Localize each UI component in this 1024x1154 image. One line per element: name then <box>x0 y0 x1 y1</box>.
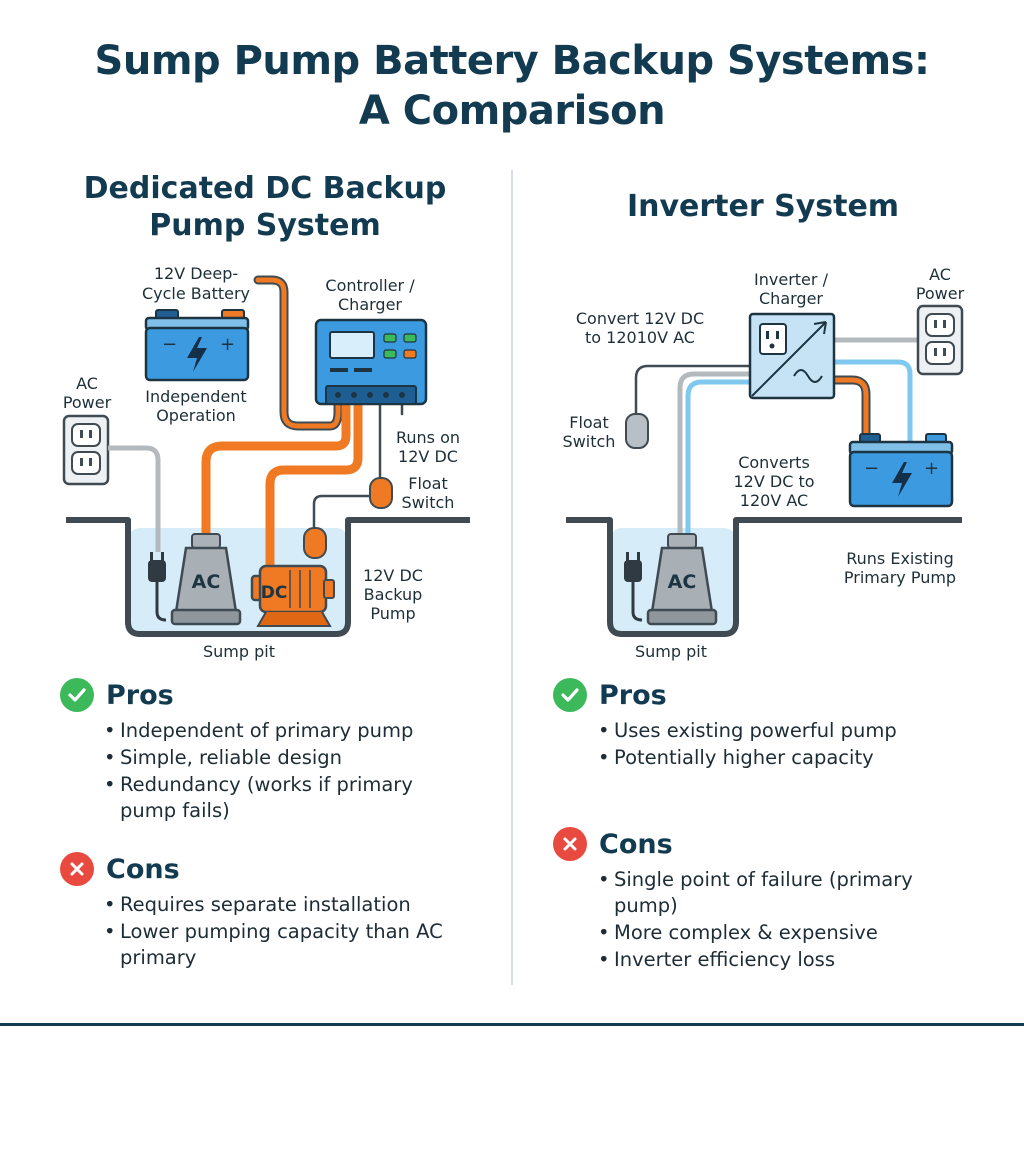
list-item: Lower pumping capacity than AC primary <box>104 919 474 971</box>
pros-label: Pros <box>599 679 667 711</box>
dc-backup-pump <box>250 564 335 627</box>
right-cons-list: Single point of failure (primary pump) M… <box>598 867 938 974</box>
float-switch-icon-right <box>625 413 649 449</box>
runs-existing-label-line-1: Runs Existing <box>846 549 953 568</box>
svg-text:−: − <box>162 334 177 355</box>
battery-label-line-1: 12V Deep- <box>154 264 238 283</box>
ac-pump-badge-left: AC <box>192 571 221 593</box>
ac-primary-pump-left <box>170 533 242 626</box>
sump-pit-label-left: Sump pit <box>203 642 275 661</box>
left-pros-list: Independent of primary pump Simple, reli… <box>104 718 464 825</box>
checkmark-icon <box>60 678 94 712</box>
dc-backup-title-line-2: Pump System <box>149 208 381 243</box>
page-title: Sump Pump Battery Backup Systems: A Comp… <box>0 36 1024 136</box>
ac-power-label-left-2: Power <box>63 393 112 412</box>
inverter-charger-icon <box>748 312 836 400</box>
ac-power-label-left-1: AC <box>76 374 98 393</box>
checkmark-icon <box>553 678 587 712</box>
ac-pump-badge-right: AC <box>668 571 697 593</box>
list-item: Simple, reliable design <box>104 745 464 771</box>
dc-pump-badge: DC <box>261 583 288 603</box>
float-switch-icon-left <box>303 477 393 559</box>
list-item: Inverter efficiency loss <box>598 947 938 973</box>
ac-primary-pump-right <box>646 533 718 626</box>
dc-wiring <box>201 275 404 577</box>
list-item: Potentially higher capacity <box>598 745 958 771</box>
ac-outlet-icon-right <box>916 304 964 376</box>
converts-label-line-3: 120V AC <box>740 491 808 510</box>
float-switch-label-right-2: Switch <box>563 432 616 451</box>
converts-label-line-1: Converts <box>738 453 810 472</box>
dc-pump-label-line-2: Backup <box>364 585 423 604</box>
battery-label-line-2: Cycle Battery <box>142 284 250 303</box>
column-divider <box>511 170 513 985</box>
right-cons-heading: Cons <box>553 826 673 862</box>
float-switch-label-left-1: Float <box>408 474 448 493</box>
list-item: Redundancy (works if primary pump fails) <box>104 772 464 824</box>
ac-outlet-icon <box>62 414 110 486</box>
float-switch-label-left-2: Switch <box>402 493 455 512</box>
title-line-1: Sump Pump Battery Backup Systems: <box>94 38 930 84</box>
svg-text:+: + <box>220 334 235 355</box>
runs-on-label-line-1: Runs on <box>396 428 460 447</box>
ac-power-label-right-2: Power <box>916 284 965 303</box>
runs-on-label-line-2: 12V DC <box>398 447 458 466</box>
left-cons-heading: Cons <box>60 851 180 887</box>
convert-label-line-1: Convert 12V DC <box>576 309 704 328</box>
right-pros-list: Uses existing powerful pump Potentially … <box>598 718 958 772</box>
independent-label-line-1: Independent <box>145 387 246 406</box>
battery-icon-right: − + <box>848 433 954 508</box>
left-pros-heading: Pros <box>60 677 174 713</box>
left-cons-list: Requires separate installation Lower pum… <box>104 892 474 972</box>
inverter-label-line-1: Inverter / <box>754 270 829 289</box>
title-line-2: A Comparison <box>358 88 666 134</box>
svg-text:−: − <box>864 458 879 479</box>
plug-icon-right <box>624 552 643 622</box>
ac-power-cord-left <box>108 445 161 552</box>
controller-charger-icon <box>314 318 428 406</box>
dc-pump-label-line-3: Pump <box>370 604 415 623</box>
dc-backup-diagram: − + <box>62 264 470 661</box>
cons-label: Cons <box>599 828 673 860</box>
battery-icon: − + <box>144 309 250 382</box>
inverter-title: Inverter System <box>626 189 900 224</box>
dc-backup-title: Dedicated DC Backup Pump System <box>40 170 490 244</box>
independent-label-line-2: Operation <box>156 406 236 425</box>
inverter-label-line-2: Charger <box>759 289 823 308</box>
convert-label-line-2: to 12010V AC <box>585 328 695 347</box>
controller-label-line-1: Controller / <box>325 276 415 295</box>
sump-pit-label-right: Sump pit <box>635 642 707 661</box>
runs-existing-label-line-2: Primary Pump <box>844 568 956 587</box>
plug-icon-left <box>148 552 167 622</box>
pros-label: Pros <box>106 679 174 711</box>
dc-backup-title-line-1: Dedicated DC Backup <box>83 171 447 206</box>
ac-power-label-right-1: AC <box>929 265 951 284</box>
x-icon <box>553 827 587 861</box>
inverter-wiring <box>634 337 921 543</box>
right-pros-heading: Pros <box>553 677 667 713</box>
list-item: Independent of primary pump <box>104 718 464 744</box>
x-icon <box>60 852 94 886</box>
bottom-rule <box>0 1023 1024 1026</box>
controller-label-line-2: Charger <box>338 295 402 314</box>
inverter-diagram: − + AC Inverter / Charger AC Power Conve… <box>563 265 965 661</box>
float-switch-label-right-1: Float <box>569 413 609 432</box>
converts-label-line-2: 12V DC to <box>733 472 814 491</box>
svg-text:+: + <box>924 458 939 479</box>
list-item: Single point of failure (primary pump) <box>598 867 938 919</box>
list-item: Uses existing powerful pump <box>598 718 958 744</box>
cons-label: Cons <box>106 853 180 885</box>
list-item: Requires separate installation <box>104 892 474 918</box>
dc-pump-label-line-1: 12V DC <box>363 566 423 585</box>
list-item: More complex & expensive <box>598 920 938 946</box>
